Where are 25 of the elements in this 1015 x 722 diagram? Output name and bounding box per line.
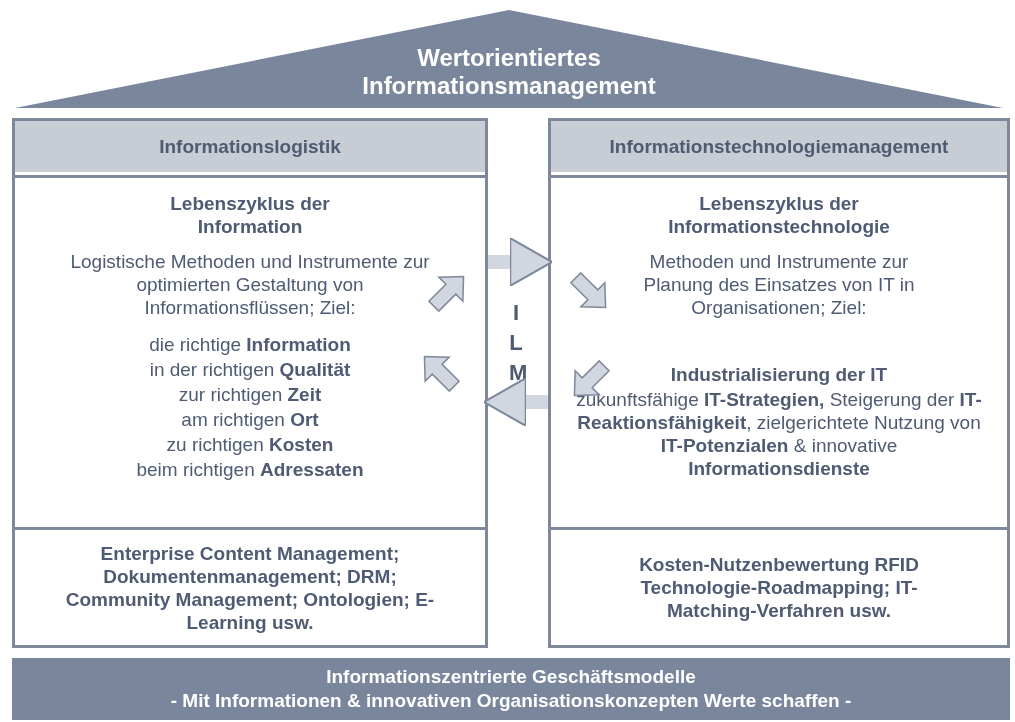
goal-line: am richtigen Ort	[181, 408, 319, 431]
example-list: Enterprise Content Management; Dokumentenmanagement; DRM; Community Management; Ontologien; E-Learning usw.	[65, 541, 435, 634]
goal-line: beim richtigen Adressaten	[136, 458, 364, 481]
goal-line: zur richtigen Zeit	[178, 383, 322, 406]
pillar-panel	[12, 118, 488, 648]
goal-text: zukunftsfähige IT-Strategien, Steigerung der IT-Reaktionsfähigkeit, zielgerichtete Nutzung von IT-Potenzialen & innovative Informationsdienste	[575, 388, 983, 480]
section-heading: Lebenszyklus der Informationstechnologie	[667, 192, 891, 238]
description-text: Logistische Methoden und Instrumente zur optimierten Gestaltung von Informationsflüssen; Ziel:	[69, 250, 431, 319]
roof-panel	[15, 10, 1003, 108]
goal-line: die richtige Information	[149, 333, 351, 356]
section-heading: Lebenszyklus der Information	[169, 192, 331, 238]
pillar-heading: Informationslogistik	[15, 121, 485, 172]
block-arrow	[482, 377, 548, 427]
section-heading: Industrialisierung der IT	[670, 363, 888, 386]
goal-line: in der richtigen Qualität	[149, 358, 351, 381]
goal-line: zu richtigen Kosten	[166, 433, 334, 456]
pillar-heading: Informationstechnologiemanagement	[551, 121, 1007, 172]
roof-title: Wertorientiertes Informationsmanagement	[361, 44, 657, 100]
base-title: Informationszentrierte Geschäftsmodelle	[326, 665, 696, 689]
description-text: Methoden und Instrumente zur Planung des Einsatzes von IT in Organisationen; Ziel:	[642, 250, 916, 319]
pillar-panel	[548, 118, 1010, 648]
base-subtitle: - Mit Informationen & innovativen Organisationskonzepten Werte schaffen -	[170, 689, 852, 713]
base-band	[12, 658, 1010, 720]
block-arrow	[488, 237, 554, 287]
example-list: Kosten-Nutzenbewertung RFID Technologie-Roadmapping; IT-Matching-Verfahren usw.	[629, 553, 929, 622]
